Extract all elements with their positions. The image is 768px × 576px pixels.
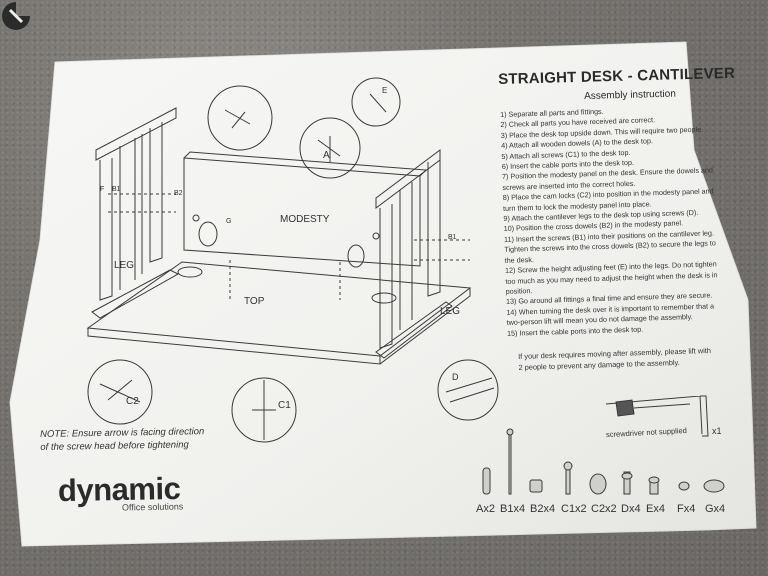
label-b2: B2 (174, 190, 183, 197)
part-label: B1x4 (500, 503, 526, 515)
desk-exploded-diagram (86, 77, 499, 443)
part-label: Fx4 (677, 503, 696, 515)
part-label: Ex4 (646, 503, 665, 515)
part-label: B2x4 (530, 503, 556, 515)
label-b1: B1 (112, 186, 121, 193)
part-b2-crossdowel-icon (529, 479, 543, 493)
label-top: TOP (244, 296, 265, 307)
part-e-foot-icon (649, 481, 659, 495)
label-modesty: MODESTY (280, 214, 330, 225)
label-leg-right: LEG (440, 306, 461, 317)
part-label: Ax2 (476, 503, 495, 515)
note-text: NOTE: Ensure arrow is facing direction o… (40, 425, 205, 454)
part-label: Dx4 (621, 503, 641, 515)
assembly-steps: 1) Separate all parts and fittings. 2) C… (500, 103, 727, 339)
screwdriver-icon (605, 395, 709, 437)
part-label: Gx4 (705, 503, 726, 515)
part-f-icon (678, 481, 690, 491)
label-leg-left: LEG (114, 260, 135, 271)
part-b1-bolt-icon (508, 429, 512, 495)
label-c2: C2 (126, 396, 139, 407)
label-d: D (452, 372, 459, 382)
part-label: C2x2 (591, 503, 617, 515)
part-label: C1x2 (561, 503, 587, 515)
part-c2-camlock-icon (589, 473, 607, 495)
part-g-grommet-icon (703, 479, 725, 493)
label-g: G (226, 218, 232, 225)
label-b1-right: B1 (448, 234, 457, 241)
tool-quantity: x1 (712, 426, 722, 436)
brand-tagline: Office solutions (121, 501, 184, 513)
label-f: F (100, 186, 105, 193)
dynamic-logo-icon (2, 2, 30, 30)
parts-illustrations (482, 428, 725, 495)
label-c1: C1 (278, 400, 291, 411)
part-a-dowel-icon (482, 467, 491, 495)
label-e: E (382, 86, 388, 95)
label-a: A (323, 150, 330, 161)
